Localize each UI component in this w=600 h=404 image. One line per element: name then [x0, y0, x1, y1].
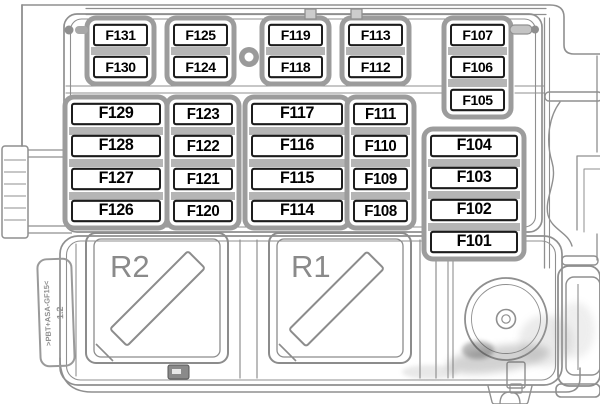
rail-clip-icon [350, 8, 363, 20]
fuse-f114: F114 [251, 199, 343, 223]
fuse-f123: F123 [173, 102, 233, 126]
fuse-holder-bar [351, 159, 410, 167]
relay-r2-label: R2 [110, 249, 150, 284]
fuse-holder-bar [69, 127, 163, 135]
relay-r2-slash [110, 251, 205, 346]
fuse-f110: F110 [353, 134, 408, 158]
fuse-f103: F103 [430, 166, 518, 190]
fuse-f131: F131 [93, 23, 148, 47]
material-marking-label: >PBT+ASA-GF15< 1.2 [36, 257, 76, 368]
fuse-holder-bar [171, 159, 235, 167]
fuse-f118: F118 [268, 55, 323, 79]
fuse-holder-bar [249, 159, 345, 167]
screw-dot-icon [64, 25, 74, 35]
fuse-holder-bar [428, 159, 520, 167]
relay-r1-label: R1 [291, 249, 331, 284]
fuse-f130: F130 [93, 55, 148, 79]
fuse-f106: F106 [450, 55, 505, 79]
material-marking-text: >PBT+ASA-GF15< [42, 280, 53, 346]
fuse-holder-bar [448, 79, 507, 87]
fuse-f122: F122 [173, 134, 233, 158]
fuse-f119: F119 [268, 23, 323, 47]
fuse-f125: F125 [173, 23, 228, 47]
fuse-holder-bar [69, 159, 163, 167]
relay-r1: R1 [268, 232, 412, 364]
fuse-holder-bar [249, 192, 345, 200]
fuse-f104: F104 [430, 134, 518, 158]
fuse-f120: F120 [173, 199, 233, 223]
fuse-f101: F101 [430, 230, 518, 254]
fuse-f102: F102 [430, 198, 518, 222]
material-version-text: 1.2 [55, 306, 65, 319]
fuse-f124: F124 [173, 55, 228, 79]
fuse-holder-bar [351, 127, 410, 135]
fuse-holder-bar [351, 192, 410, 200]
fuse-holder-bar [69, 192, 163, 200]
fuse-f121: F121 [173, 167, 233, 191]
watermark-smudge [402, 302, 595, 379]
fuse-holder-bar [428, 223, 520, 231]
fuse-holder-bar [171, 192, 235, 200]
fuse-holder-bar [428, 191, 520, 199]
fuse-f117: F117 [251, 102, 343, 126]
fuse-f129: F129 [71, 102, 161, 126]
relay-r1-slash [289, 251, 384, 347]
mounting-details [64, 8, 539, 380]
rail-clip-icon [304, 8, 317, 20]
fuse-holder-bar [249, 127, 345, 135]
fuse-f128: F128 [71, 134, 161, 158]
fuse-f115: F115 [251, 167, 343, 191]
fuse-holder-bar [266, 47, 325, 55]
fuse-holder-bar [91, 47, 150, 55]
clip-icon [75, 26, 88, 34]
fuse-holder-bar [171, 127, 235, 135]
fuse-f105: F105 [450, 88, 505, 112]
fuse-f107: F107 [450, 23, 505, 47]
fuse-f111: F111 [353, 102, 408, 126]
fuse-holder-bar [171, 47, 230, 55]
relay-r2: R2 [85, 232, 229, 364]
fuse-f113: F113 [348, 23, 403, 47]
fuse-f126: F126 [71, 199, 161, 223]
fuse-f116: F116 [251, 134, 343, 158]
fuse-holder-bar [346, 47, 405, 55]
fuse-holder-bar [448, 47, 507, 55]
fuse-f112: F112 [348, 55, 403, 79]
fuse-f108: F108 [353, 199, 408, 223]
fuse-f127: F127 [71, 167, 161, 191]
fuse-f109: F109 [353, 167, 408, 191]
